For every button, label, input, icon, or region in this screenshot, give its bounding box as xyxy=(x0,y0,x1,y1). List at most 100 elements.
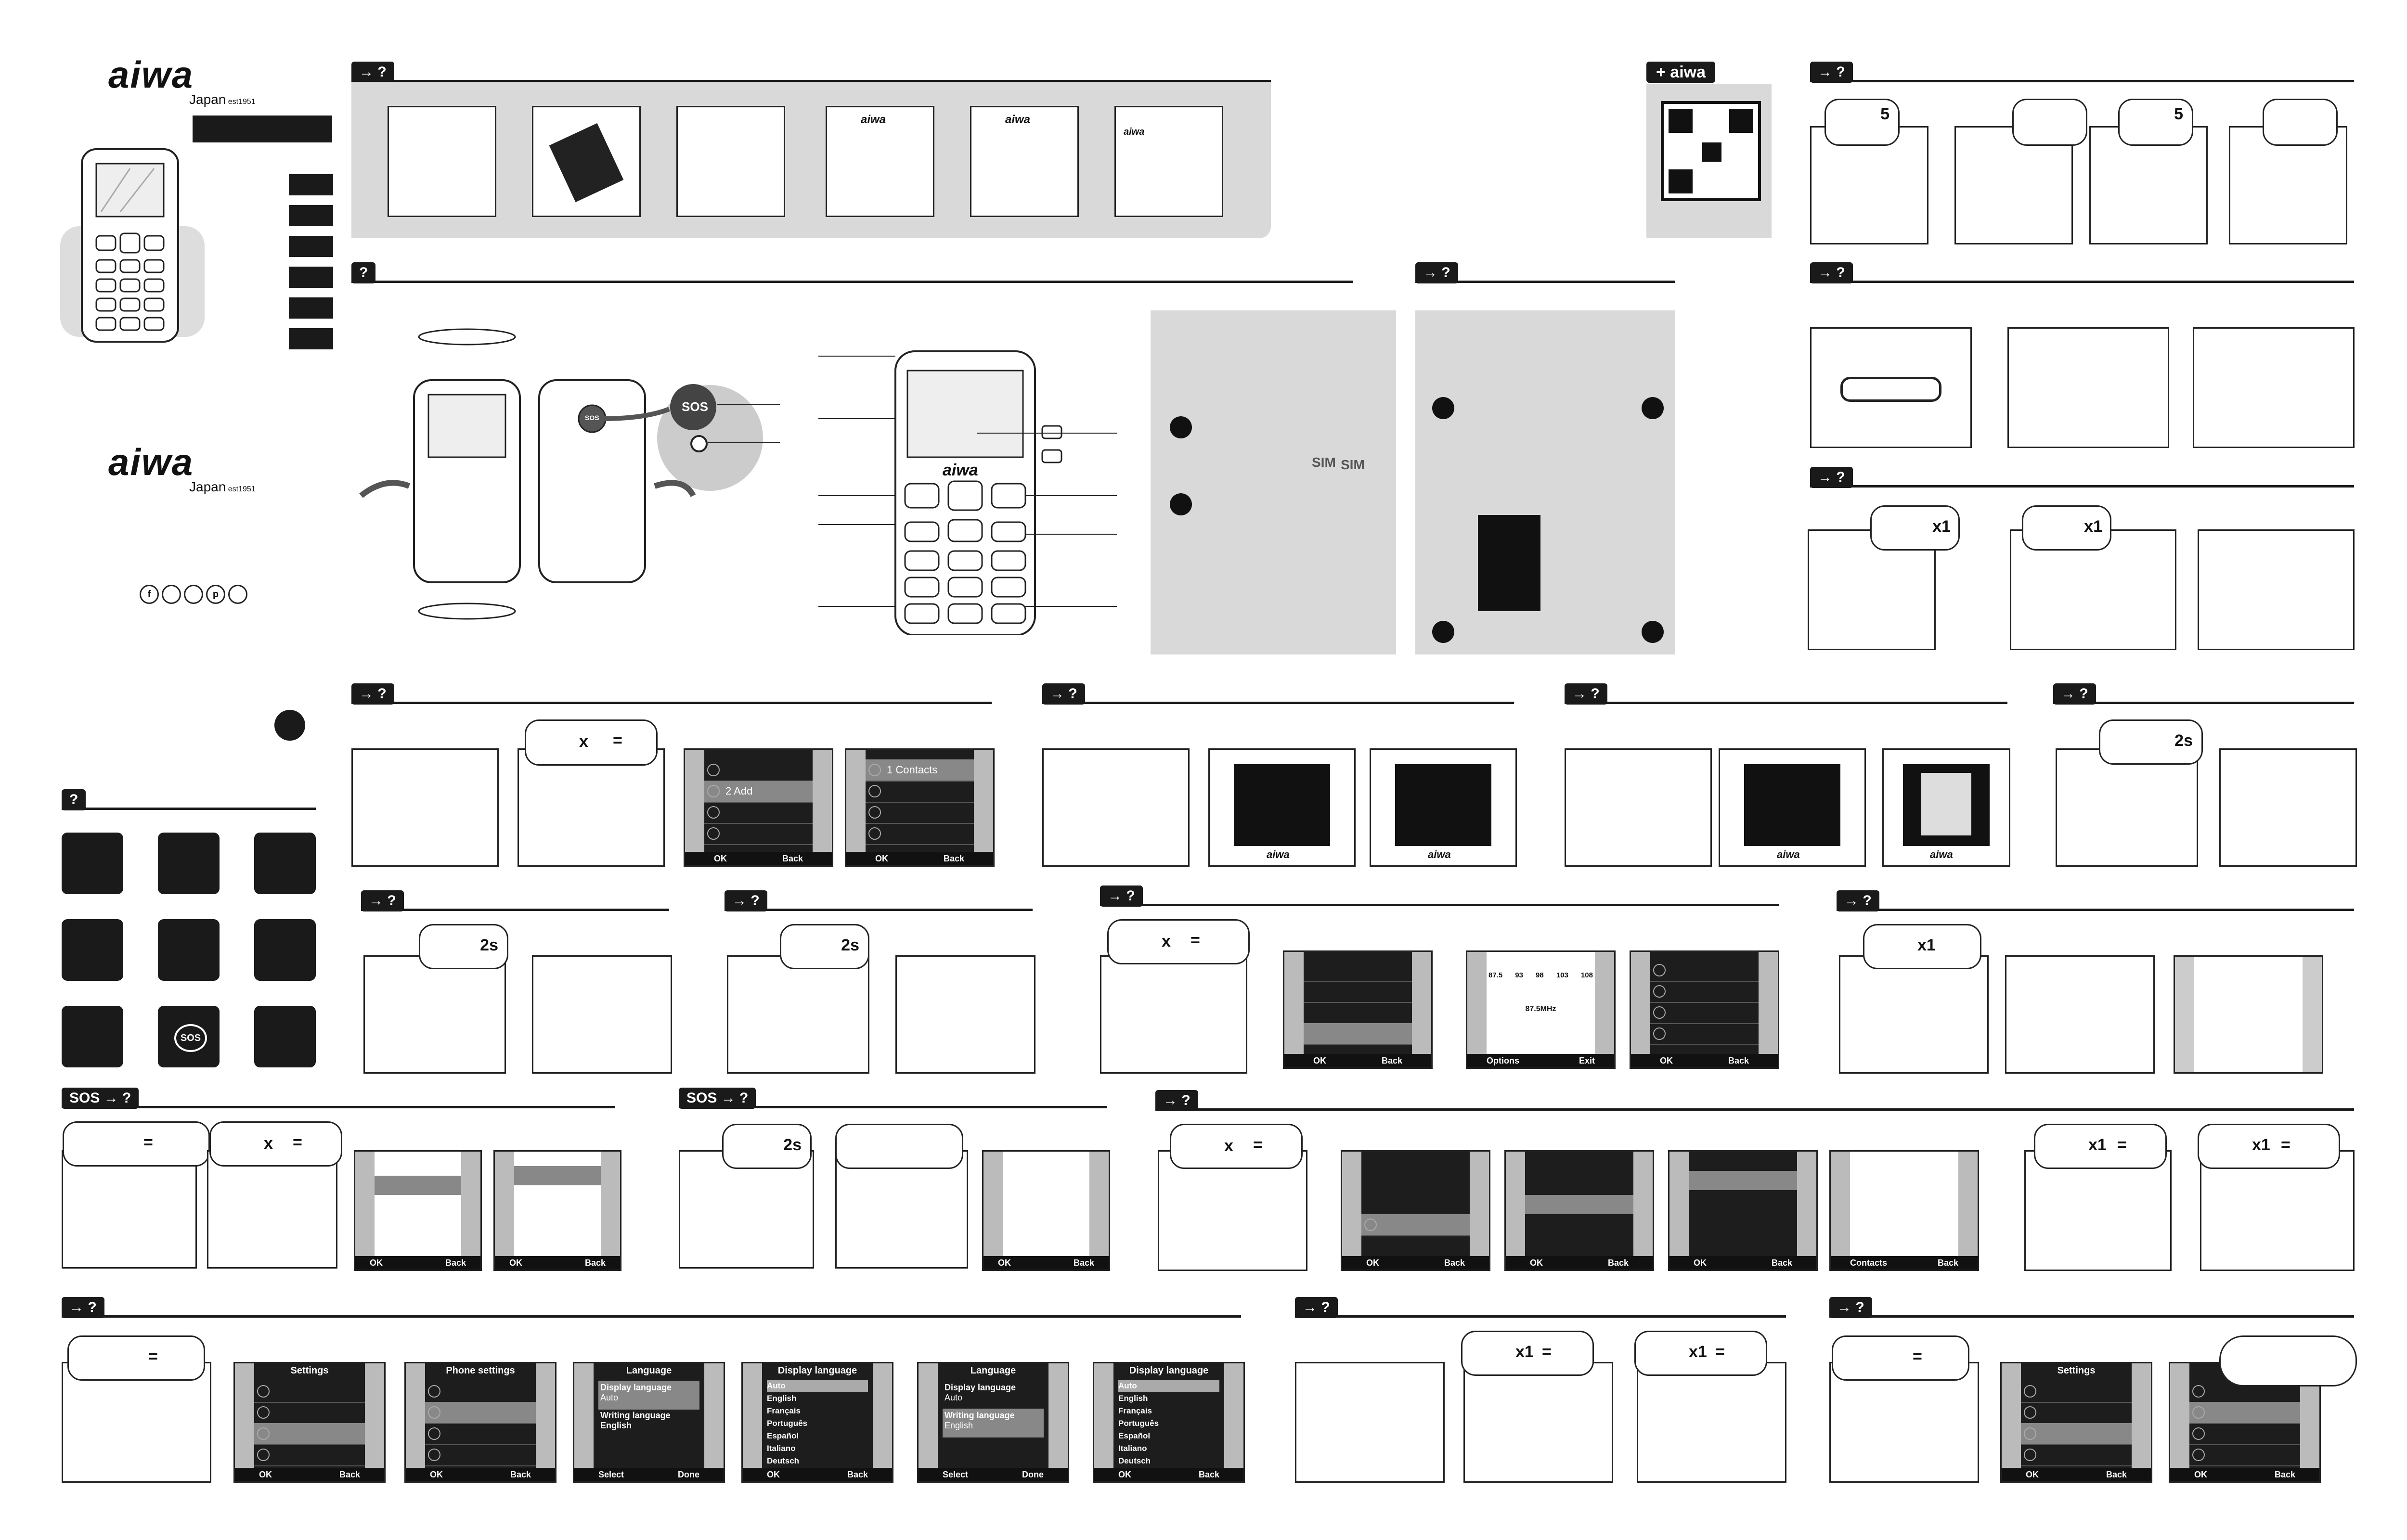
call-1-back-3[interactable]: Back xyxy=(1771,1258,1792,1268)
fm-options-ok[interactable]: OK xyxy=(1660,1056,1673,1065)
lang-english-2[interactable]: English xyxy=(1118,1394,1148,1403)
display-lang-ok-1[interactable]: OK xyxy=(767,1470,780,1479)
contacts-2-step-2: aiwa xyxy=(1208,748,1356,867)
blank-feature-icon-1 xyxy=(254,833,316,894)
lang-spanish-2[interactable]: Español xyxy=(1118,1431,1151,1440)
contacts-2-phone-brand-2: aiwa xyxy=(1428,848,1451,860)
sos-1-bubble-2: x = xyxy=(209,1121,342,1167)
display-lang-ok-2[interactable]: OK xyxy=(1118,1470,1131,1479)
sos-2-back[interactable]: Back xyxy=(1073,1258,1094,1268)
call-1-ok-2[interactable]: OK xyxy=(1530,1258,1543,1268)
lang-german-1[interactable]: Deutsch xyxy=(767,1456,800,1465)
radio-exit-softkey[interactable]: Exit xyxy=(1579,1056,1595,1065)
display-lang-back-2[interactable]: Back xyxy=(1198,1470,1219,1479)
instagram-icon[interactable] xyxy=(184,585,203,604)
call-2-header: → ? xyxy=(1295,1297,1786,1318)
settings-2-back[interactable]: Back xyxy=(2106,1470,2127,1479)
contacts-2-step-3: aiwa xyxy=(1370,748,1517,867)
fm-back-softkey[interactable]: Back xyxy=(1381,1056,1402,1065)
call-1-step-1 xyxy=(1158,1150,1307,1271)
radio-current-freq: 87.5MHz xyxy=(1525,1005,1556,1013)
call-1-back-4[interactable]: Back xyxy=(1937,1258,1958,1268)
lang-spanish-1[interactable]: Español xyxy=(767,1431,799,1440)
settings-2-ok[interactable]: OK xyxy=(2026,1470,2039,1479)
call-2-end-count: x1 xyxy=(1689,1343,1707,1361)
sos-1-back-1[interactable]: Back xyxy=(445,1258,466,1268)
language-tab-1[interactable] xyxy=(289,174,333,195)
language-select-2[interactable]: Select xyxy=(943,1470,969,1479)
phone-settings-back[interactable]: Back xyxy=(510,1470,531,1479)
ok-softkey[interactable]: OK xyxy=(714,854,727,863)
pinterest-icon[interactable]: p xyxy=(206,585,225,604)
call-1-back-2[interactable]: Back xyxy=(1607,1258,1629,1268)
ok-softkey-2[interactable]: OK xyxy=(875,854,888,863)
sos-1-ok-2[interactable]: OK xyxy=(509,1258,522,1268)
power-bubble-2 xyxy=(2012,99,2087,146)
language-done-2[interactable]: Done xyxy=(1022,1470,1044,1479)
contacts-row[interactable]: 1 Contacts xyxy=(866,759,974,782)
contacts-1-bubble: x = xyxy=(525,719,658,766)
call-1-contacts-softkey[interactable]: Contacts xyxy=(1850,1258,1888,1268)
settings-setup-tag: → ? xyxy=(1415,262,1458,283)
power-step-3 xyxy=(2089,126,2208,244)
twitter-icon[interactable] xyxy=(162,585,181,604)
sos-1-header: SOS → ? xyxy=(62,1088,615,1109)
display-language-value-2: Auto xyxy=(945,1393,963,1402)
call-1-ok-1[interactable]: OK xyxy=(1366,1258,1379,1268)
lang-french-1[interactable]: Français xyxy=(767,1406,801,1415)
vibrate-bubble: 2s xyxy=(419,924,508,969)
language-tab-3[interactable] xyxy=(289,236,333,257)
lang-german-2[interactable]: Deutsch xyxy=(1118,1456,1151,1465)
settings-back[interactable]: Back xyxy=(339,1470,360,1479)
sos-2-screen: OK Back xyxy=(982,1150,1110,1271)
back-softkey-2[interactable]: Back xyxy=(943,854,964,863)
call-1-ok-3[interactable]: OK xyxy=(1694,1258,1707,1268)
language-tab-4[interactable] xyxy=(289,267,333,288)
facebook-icon[interactable]: f xyxy=(140,585,159,604)
lang-italian-1[interactable]: Italiano xyxy=(767,1444,796,1453)
fm-radio-menu-screen: OK Back xyxy=(1283,950,1433,1069)
language-done-1[interactable]: Done xyxy=(678,1470,699,1479)
language-tab-2[interactable] xyxy=(289,205,333,226)
sos-2-step-2 xyxy=(835,1150,968,1269)
settings-3-ok[interactable]: OK xyxy=(2194,1470,2207,1479)
radio-options-softkey[interactable]: Options xyxy=(1487,1056,1519,1065)
fm-ok-softkey[interactable]: OK xyxy=(1313,1056,1326,1065)
back-softkey[interactable]: Back xyxy=(782,854,803,863)
power-bubble-4 xyxy=(2263,99,2338,146)
ringtone-tag: → ? xyxy=(2053,683,2096,705)
settings-2-bubble: = xyxy=(1832,1335,1969,1381)
phone-settings-ok[interactable]: OK xyxy=(430,1470,443,1479)
settings-3-back[interactable]: Back xyxy=(2274,1470,2295,1479)
sos-1-back-2[interactable]: Back xyxy=(584,1258,606,1268)
call-1-tag: → ? xyxy=(1155,1090,1198,1111)
lang-portuguese-2[interactable]: Português xyxy=(1118,1419,1159,1428)
lang-auto-2[interactable]: Auto xyxy=(1118,1380,1219,1392)
flashlight-feature-icon xyxy=(62,919,123,981)
sos-button-label: SOS xyxy=(682,399,708,414)
lang-auto-1[interactable]: Auto xyxy=(767,1380,868,1392)
call-1-screen-3: OK Back xyxy=(1668,1150,1818,1271)
fm-options-back[interactable]: Back xyxy=(1728,1056,1749,1065)
youtube-icon[interactable] xyxy=(228,585,247,604)
add-contact-row[interactable]: 2 Add xyxy=(704,781,813,803)
language-select-1[interactable]: Select xyxy=(598,1470,624,1479)
music-hold-time: 2s xyxy=(841,936,859,954)
call-1-back-1[interactable]: Back xyxy=(1444,1258,1465,1268)
settings-ok[interactable]: OK xyxy=(259,1470,272,1479)
language-tab-5[interactable] xyxy=(289,297,333,319)
qr-code[interactable] xyxy=(1661,101,1761,201)
lang-french-2[interactable]: Français xyxy=(1118,1406,1152,1415)
vibrate-step-1 xyxy=(363,955,506,1074)
fm-radio-times: x xyxy=(1162,932,1171,950)
display-lang-back-1[interactable]: Back xyxy=(847,1470,868,1479)
lang-english-1[interactable]: English xyxy=(767,1394,797,1403)
radio-freq-3: 103 xyxy=(1556,971,1568,979)
unlock-step-3 xyxy=(2198,529,2355,650)
language-tab-6[interactable] xyxy=(289,328,333,349)
lang-portuguese-1[interactable]: Português xyxy=(767,1419,808,1428)
lang-italian-2[interactable]: Italiano xyxy=(1118,1444,1147,1453)
settings-2-equals: = xyxy=(1913,1348,1922,1366)
sos-1-ok-1[interactable]: OK xyxy=(370,1258,383,1268)
sos-2-ok[interactable]: OK xyxy=(998,1258,1011,1268)
